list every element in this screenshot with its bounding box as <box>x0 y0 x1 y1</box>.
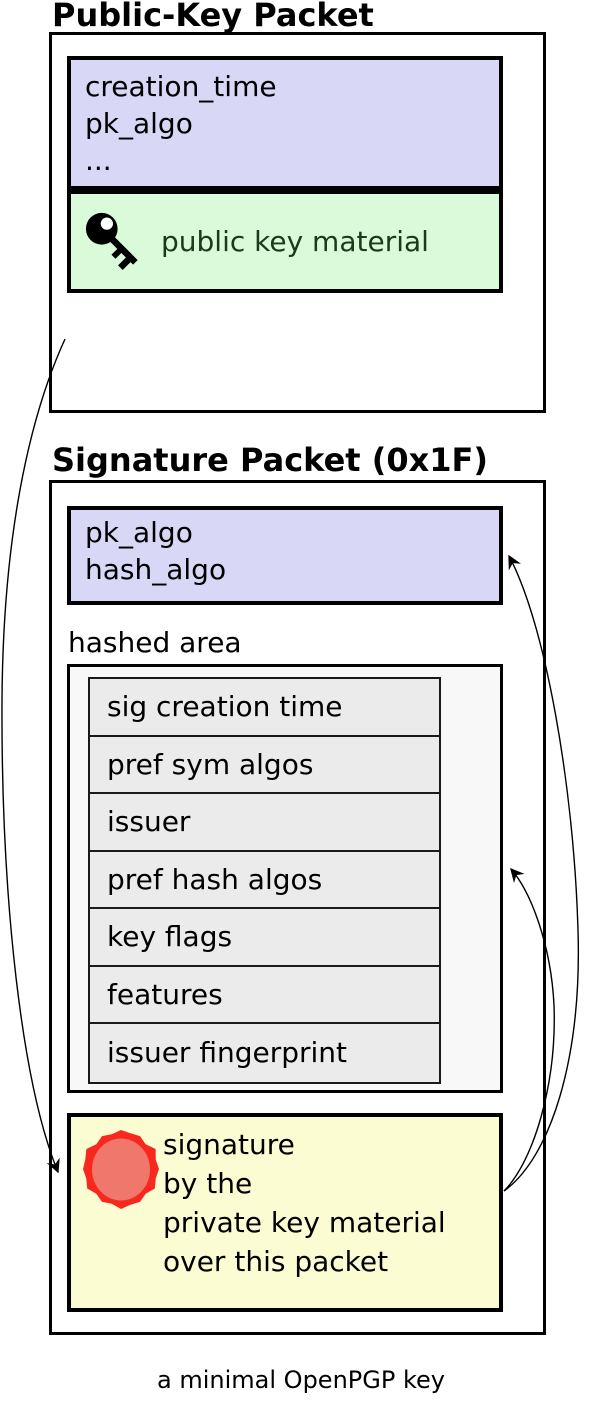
field-ellipsis: ... <box>85 144 112 177</box>
subpacket-issuer: issuer <box>90 794 439 852</box>
public-key-material-box: public key material <box>67 190 503 293</box>
field-pk-algo: pk_algo <box>85 516 193 549</box>
signature-header-fields: pk_algo hash_algo <box>67 506 503 605</box>
signature-value-box: signature by the private key material ov… <box>67 1113 503 1312</box>
hashed-area-label: hashed area <box>68 626 242 659</box>
subpacket-issuer-fingerprint: issuer fingerprint <box>107 1036 348 1070</box>
field-hash-algo: hash_algo <box>85 553 227 586</box>
subpacket-sig-creation-time: sig creation time <box>90 679 439 737</box>
subpacket-pref-sym-algos: pref sym algos <box>90 737 439 794</box>
public-key-header-fields: creation_time pk_algo ... <box>67 56 503 190</box>
signature-line-1: signature <box>163 1128 295 1161</box>
signature-description: signature by the private key material ov… <box>163 1125 446 1281</box>
field-pk-algo: pk_algo <box>85 107 193 140</box>
public-key-material-label: public key material <box>161 225 429 258</box>
seal-icon <box>81 1128 161 1212</box>
public-key-packet-title: Public-Key Packet <box>52 0 374 34</box>
subpacket-features: features <box>90 967 439 1024</box>
subpacket-pref-hash-algos: pref hash algos <box>90 852 439 909</box>
subpacket-table: sig creation time pref sym algos issuer … <box>88 677 441 1084</box>
signature-line-4: over this packet <box>163 1245 389 1278</box>
field-creation-time: creation_time <box>85 70 277 103</box>
signature-line-3: private key material <box>163 1206 446 1239</box>
key-icon <box>79 202 151 282</box>
diagram-caption: a minimal OpenPGP key <box>157 1366 445 1394</box>
signature-packet-title: Signature Packet (0x1F) <box>52 441 488 479</box>
signature-line-2: by the <box>163 1167 253 1200</box>
subpacket-key-flags: key flags <box>90 909 439 967</box>
